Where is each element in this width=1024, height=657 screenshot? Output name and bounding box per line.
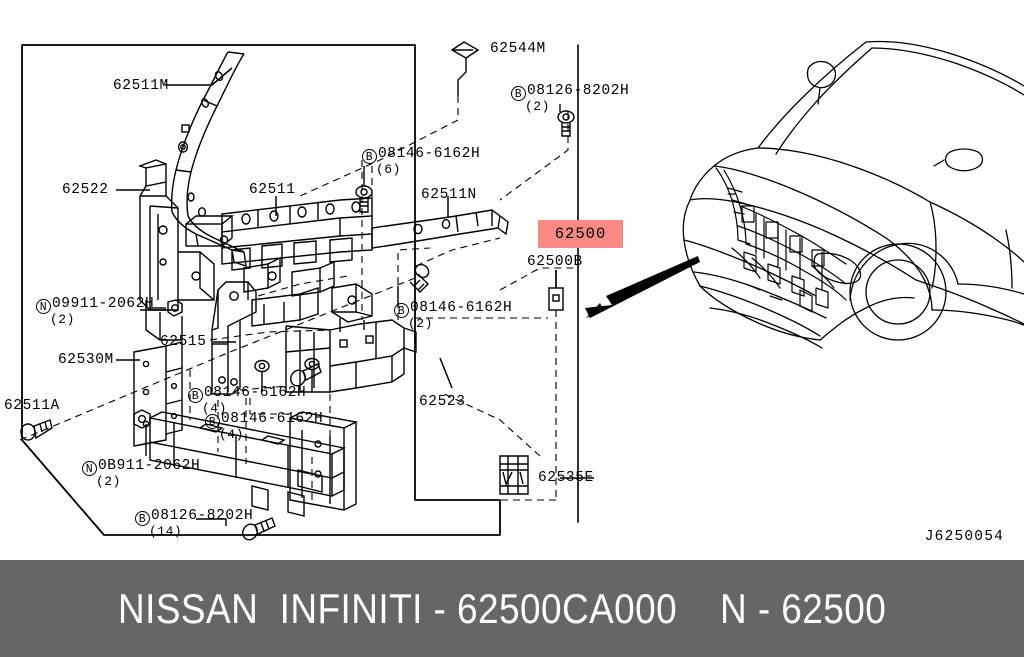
bottom-banner: NISSAN INFINITI - 62500CA000 N - 62500 (0, 560, 1024, 657)
bolt-icon-bottom (196, 517, 276, 541)
bolt-icon-4b (304, 357, 320, 392)
bolt-icon-center-top (355, 166, 373, 213)
part-62515-stay (211, 281, 257, 395)
core-support-detail (715, 167, 847, 313)
fastener-count: (2) (525, 99, 550, 114)
part-label-62511A: 62511A (4, 398, 60, 414)
nut-icon-upper-left (150, 299, 183, 317)
part-label-62535E: 62535E (538, 470, 594, 486)
highlighted-part-number-62500: 62500 (538, 220, 623, 248)
part-label-62511M: 62511M (113, 78, 169, 94)
bolt-icon-62511A (20, 419, 53, 441)
bolt-icon-right-mid (290, 363, 322, 387)
fastener-count: (4) (202, 401, 227, 416)
fastener-count: (6) (376, 162, 401, 177)
fastener-code: 09911-2062H (52, 296, 155, 312)
fastener-badge-b: B (511, 86, 526, 101)
fastener-badge-b: B (205, 414, 220, 429)
part-62511N-right-rail (371, 209, 509, 249)
part-label-62530M: 62530M (58, 352, 114, 368)
part-62530M-panel (133, 341, 183, 447)
assembly-dashed-guides (19, 96, 578, 501)
fastener-code: 08146-6162H (204, 385, 307, 401)
part-62544M-bracket (450, 41, 480, 96)
part-62511M-upper-rail (170, 51, 247, 268)
part-label-62515: 62515 (160, 334, 207, 350)
fastener-badge-b: B (394, 303, 409, 318)
fastener-count: (4) (219, 427, 244, 442)
fastener-count: (14) (149, 524, 183, 539)
fastener-badge-b: B (135, 511, 150, 526)
fastener-icons (20, 104, 575, 541)
bolt-icon-4a (254, 359, 270, 392)
part-label-62511: 62511 (249, 182, 296, 198)
vehicle-illustration (682, 40, 1024, 349)
fastener-count: (2) (96, 474, 121, 489)
fastener-code: 08146-6162H (221, 411, 324, 427)
part-label-62511N: 62511N (421, 187, 477, 203)
highlight-part-text: 62500 (554, 225, 607, 243)
drawing-reference-code: J6250054 (924, 529, 1004, 545)
bolt-icon-mid (397, 263, 430, 306)
bolt-icon-top (557, 104, 575, 137)
fastener-badge-b: B (188, 388, 203, 403)
fastener-count: (2) (50, 312, 75, 327)
fastener-code: 0B911-2062H (98, 458, 201, 474)
banner-title-text: NISSAN INFINITI - 62500CA000 N - 62500 (118, 584, 887, 632)
fastener-code: 08126-8202H (151, 508, 254, 524)
part-center-support-structure (243, 256, 373, 332)
nut-icon-lower-left (133, 409, 151, 456)
part-label-62523: 62523 (419, 394, 466, 410)
fastener-badge-n: N (36, 299, 51, 314)
fastener-badge-b: B (362, 149, 377, 164)
reference-arrow (585, 256, 700, 318)
diagram-canvas (19, 40, 1024, 541)
part-label-62500B: 62500B (527, 254, 583, 270)
fastener-count: (2) (408, 316, 433, 331)
part-label-62544M: 62544M (490, 41, 546, 57)
part-62535E-clip (499, 455, 529, 495)
fastener-code: 08126-8202H (527, 83, 630, 99)
part-62523-lower-bracket (285, 319, 417, 393)
part-lower-cross-member (149, 411, 347, 517)
fastener-badge-n: N (82, 461, 97, 476)
fastener-code: 08146-6162H (378, 146, 481, 162)
fastener-code: 08146-6162H (410, 300, 513, 316)
part-label-62522: 62522 (62, 182, 109, 198)
